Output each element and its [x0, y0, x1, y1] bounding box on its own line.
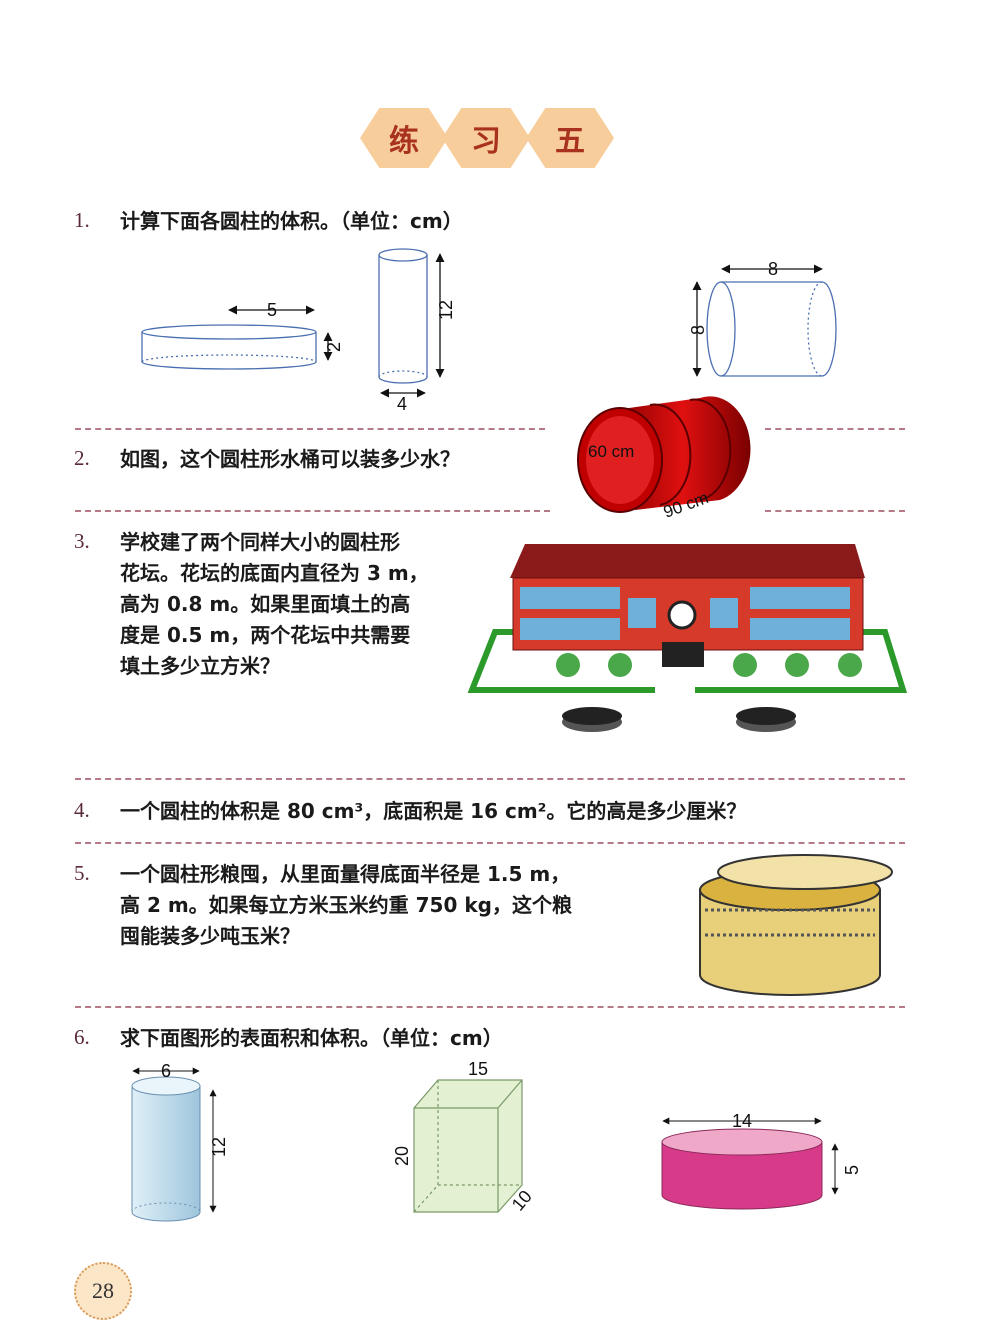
divider: [75, 510, 550, 512]
school-building-illustration: [467, 544, 908, 732]
question-number: 3.: [74, 529, 90, 553]
cylinder-figure-flat: [141, 305, 333, 370]
title-char-1: 练: [360, 108, 448, 168]
question-3-text: 学校建了两个同样大小的圆柱形 花坛。花坛的底面内直径为 3 m， 高为 0.8 …: [120, 527, 429, 682]
title-char-2: 习: [442, 108, 530, 168]
divider: [75, 428, 545, 430]
red-barrel-illustration: [577, 396, 751, 513]
text-line: 囤能装多少吨玉米？: [120, 924, 300, 948]
question-number: 4.: [74, 798, 90, 822]
question-number: 1.: [74, 208, 90, 232]
question-5-text: 一个圆柱形粮囤，从里面量得底面半径是 1.5 m， 高 2 m。如果每立方米玉米…: [120, 859, 572, 952]
question-2-text: 如图，这个圆柱形水桶可以装多少水？: [120, 447, 460, 471]
cuboid-figure: [413, 1079, 523, 1213]
cylinder-figure-horizontal: [692, 264, 837, 377]
question-number: 5.: [74, 861, 90, 885]
divider: [765, 510, 905, 512]
page-number: 28: [74, 1262, 132, 1320]
dim-label: 12: [209, 1137, 229, 1157]
cylinder-figure-tall: [378, 248, 445, 398]
dim-label: 60 cm: [588, 442, 634, 461]
text-line: 学校建了两个同样大小的圆柱形: [120, 530, 400, 554]
dim-label: 8: [688, 325, 708, 335]
dim-label: 20: [392, 1146, 412, 1166]
text-line: 填土多少立方米？: [120, 654, 280, 678]
divider: [75, 778, 905, 780]
dim-label: 5: [842, 1165, 862, 1175]
dim-label: 6: [161, 1061, 171, 1081]
dim-label: 5: [267, 300, 277, 320]
dim-label: 8: [768, 259, 778, 279]
granary-illustration: [699, 854, 893, 996]
dim-label: 14: [732, 1111, 752, 1131]
text-line: 度是 0.5 m，两个花坛中共需要: [120, 623, 411, 647]
text-line: 高 2 m。如果每立方米玉米约重 750 kg，这个粮: [120, 893, 572, 917]
question-1-text: 计算下面各圆柱的体积。（单位：cm）: [120, 209, 463, 233]
divider: [75, 842, 905, 844]
text-line: 一个圆柱形粮囤，从里面量得底面半径是 1.5 m，: [120, 862, 571, 886]
question-number: 2.: [74, 446, 90, 470]
dim-label: 15: [468, 1059, 488, 1079]
title-char-3: 五: [526, 108, 614, 168]
dim-label: 12: [436, 300, 456, 320]
divider: [765, 428, 905, 430]
question-number: 6.: [74, 1025, 90, 1049]
question-6-text: 求下面图形的表面积和体积。（单位：cm）: [120, 1026, 503, 1050]
question-4-text: 一个圆柱的体积是 80 cm³，底面积是 16 cm²。它的高是多少厘米？: [120, 799, 747, 823]
cylinder-figure-pink: [661, 1117, 839, 1210]
dim-label: 2: [324, 342, 344, 352]
divider: [75, 1006, 905, 1008]
dim-label: 4: [397, 394, 407, 414]
text-line: 高为 0.8 m。如果里面填土的高: [120, 592, 411, 616]
cylinder-figure-blue: [131, 1067, 217, 1222]
text-line: 花坛。花坛的底面内直径为 3 m，: [120, 561, 429, 585]
